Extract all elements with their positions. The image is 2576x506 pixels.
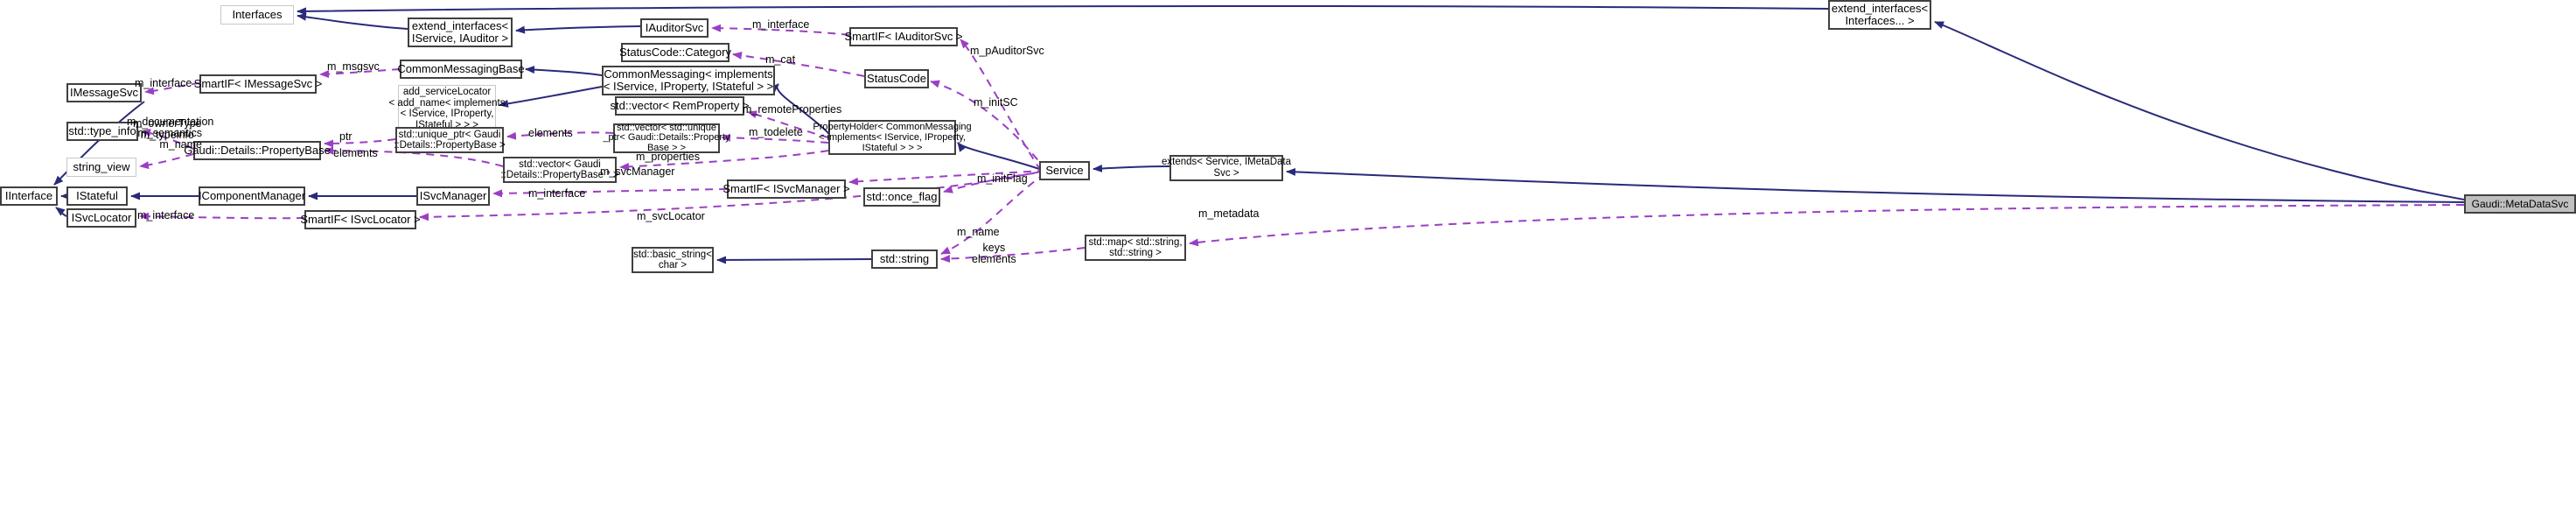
node-std-string[interactable]: std::string (871, 249, 938, 269)
edge-label-m-ownertype-m-typeinfo: m_ownerType m_typeinfo (133, 117, 202, 141)
node-icomponentmanager[interactable]: IComponentManager (199, 186, 305, 206)
edge-label-elements-propertybase: elements (333, 147, 378, 159)
node-add-servicelocator[interactable]: add_serviceLocator < add_name< implement… (389, 85, 505, 132)
node-basic-string-char[interactable]: std::basic_string< char > (632, 247, 714, 273)
node-statuscode-category[interactable]: StatusCode::Category (619, 43, 731, 62)
node-std-type-info[interactable]: std::type_info (66, 122, 138, 141)
node-propertyholder[interactable]: PropertyHolder< CommonMessaging < implem… (813, 120, 972, 155)
edge-label-elements-uniqueptr: elements (528, 127, 573, 139)
edge-label-m-documentation-m-semantics-m-name: m_documentation m_semantics m_name (127, 116, 214, 151)
node-istateful[interactable]: IStateful (66, 186, 128, 206)
edge-label-m-interface-isvcmanager: m_interface (528, 187, 586, 200)
node-smartif-isvcmanager[interactable]: SmartIF< ISvcManager > (723, 179, 850, 199)
edge-label-m-svcmanager: m_svcManager (600, 165, 675, 178)
node-vector-propertybase-ptr[interactable]: std::vector< Gaudi ::Details::PropertyBa… (500, 157, 619, 183)
node-commonmessagingbase[interactable]: CommonMessagingBase (397, 60, 525, 79)
edge-label-m-msgsvc: m_msgsvc (327, 60, 380, 73)
node-map-string-string[interactable]: std::map< std::string, std::string > (1085, 235, 1186, 261)
edge-label-m-properties: m_properties (636, 151, 700, 163)
edge-label-m-initflag: m_initFlag (977, 172, 1028, 185)
node-service[interactable]: Service (1039, 161, 1090, 180)
edge-label-m-pauditorsvc: m_pAuditorSvc (970, 45, 1044, 57)
node-vector-unique-ptr-propertybase[interactable]: std::vector< std::unique _ptr< Gaudi::De… (603, 122, 730, 153)
node-commonmessaging[interactable]: CommonMessaging< implements < IService, … (602, 66, 775, 95)
edge-label-m-interface-imessagesvc: m_interface (135, 77, 192, 89)
node-std-once-flag[interactable]: std::once_flag (863, 187, 940, 207)
node-isvclocator[interactable]: ISvcLocator (66, 208, 136, 228)
node-extend-interfaces-iservice-iauditor[interactable]: extend_interfaces< IService, IAuditor > (408, 18, 513, 47)
edge-label-ptr: ptr (339, 130, 353, 143)
edge-label-m-interface-isvclocator: m_interface (137, 209, 195, 221)
edge-label-m-svclocator: m_svcLocator (637, 210, 705, 222)
node-smartif-iauditorsvc[interactable]: SmartIF< IAuditorSvc > (844, 27, 963, 46)
node-statuscode[interactable]: StatusCode (864, 69, 929, 88)
node-extends-service-imetadatasvc[interactable]: extends< Service, IMetaData Svc > (1162, 155, 1291, 181)
node-unique-ptr-gaudi-propertybase[interactable]: std::unique_ptr< Gaudi ::Details::Proper… (394, 127, 506, 153)
node-iinterface[interactable]: IInterface (0, 186, 58, 206)
node-string-view[interactable]: string_view (66, 158, 136, 177)
node-gaudi-details-propertybase[interactable]: Gaudi::Details::PropertyBase (184, 141, 331, 160)
node-imessagesvc[interactable]: IMessageSvc (66, 83, 142, 102)
edge-label-m-remoteproperties: m_remoteProperties (743, 103, 842, 116)
node-vector-remproperty[interactable]: std::vector< RemProperty > (611, 96, 749, 116)
node-extend-interfaces-variadic[interactable]: extend_interfaces< Interfaces... > (1828, 0, 1931, 30)
edge-label-m-name: m_name (957, 226, 1000, 238)
edge-label-keys-elements: keys elements (972, 242, 1016, 265)
edge-label-m-initsc: m_initSC (974, 96, 1018, 109)
edge-label-m-cat: m_cat (765, 53, 796, 66)
node-gaudi-metadatasvc[interactable]: Gaudi::MetaDataSvc (2464, 194, 2576, 214)
node-iauditorsvc[interactable]: IAuditorSvc (640, 18, 709, 38)
node-interfaces[interactable]: Interfaces (220, 5, 294, 25)
node-smartif-isvclocator[interactable]: SmartIF< ISvcLocator > (300, 210, 421, 229)
edge-label-m-metadata: m_metadata (1198, 207, 1260, 220)
node-isvcmanager[interactable]: ISvcManager (416, 186, 490, 206)
edge-label-m-todelete: m_todelete (749, 126, 803, 138)
node-smartif-imessagesvc[interactable]: SmartIF< IMessageSvc > (194, 74, 322, 94)
edge-label-m-interface-iauditorsvc: m_interface (752, 18, 810, 31)
